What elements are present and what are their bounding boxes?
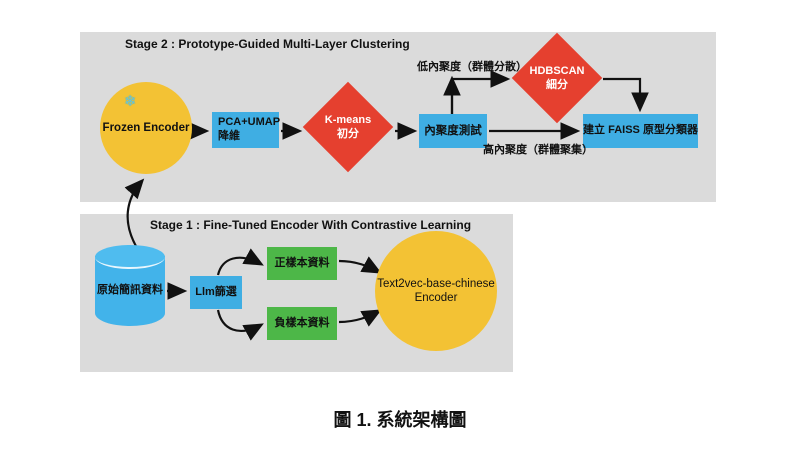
faiss-classifier-node: 建立 FAISS 原型分類器 <box>583 114 698 148</box>
kmeans-line2: 初分 <box>337 128 359 140</box>
stage1-title: Stage 1 : Fine-Tuned Encoder With Contra… <box>150 218 472 232</box>
cohesion-test-node: 內聚度測試 <box>419 114 487 148</box>
kmeans-label: K-means 初分 <box>303 97 393 157</box>
high-cohesion-edge-label: 高內聚度（群體聚集） <box>483 144 593 156</box>
encoder-line2: Encoder <box>414 292 458 304</box>
hdbscan-label: HDBSCAN 細分 <box>512 48 602 108</box>
snowflake-icon: ❄ <box>124 93 137 110</box>
negative-samples-node: 負樣本資料 <box>267 307 337 340</box>
cylinder-top <box>95 245 165 269</box>
hdbscan-line2: 細分 <box>546 79 568 91</box>
pca-umap-line1: PCA+UMAP <box>218 116 281 129</box>
kmeans-line1: K-means <box>324 113 372 126</box>
llm-filter-node: Llm篩選 <box>190 276 242 309</box>
frozen-encoder-node: ❄ Frozen Encoder <box>100 82 192 174</box>
stage2-title: Stage 2 : Prototype-Guided Multi-Layer C… <box>125 37 410 51</box>
low-cohesion-edge-label: 低內聚度（群體分散） <box>417 61 527 73</box>
hdbscan-line1: HDBSCAN <box>529 64 585 77</box>
encoder-line1: Text2vec-base-chinese <box>377 277 495 290</box>
pca-umap-node: PCA+UMAP 降維 <box>212 112 281 148</box>
frozen-encoder-label: Frozen Encoder <box>102 121 190 134</box>
text2vec-encoder-node: Text2vec-base-chinese Encoder <box>375 231 497 351</box>
positive-samples-node: 正樣本資料 <box>267 247 337 280</box>
pca-umap-line2: 降維 <box>218 130 240 142</box>
raw-sms-label: 原始簡訊資料 <box>97 284 163 296</box>
raw-sms-database: 原始簡訊資料 <box>95 245 165 337</box>
figure-caption: 圖 1. 系統架構圖 <box>333 410 467 430</box>
